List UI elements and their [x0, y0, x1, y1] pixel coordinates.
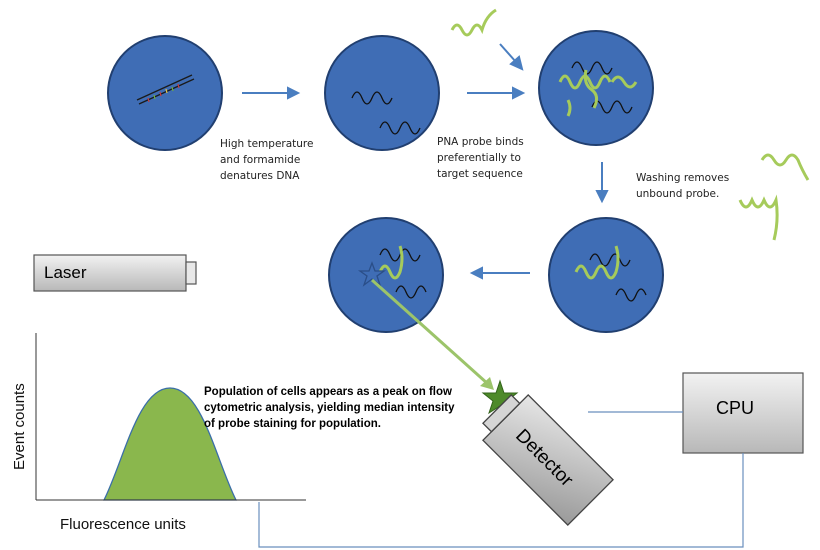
pna-probe-icon: [566, 99, 572, 117]
x-axis-label: Fluorescence units: [60, 516, 186, 533]
cpu-box: [682, 372, 804, 454]
single-strand-dna-icon: [615, 288, 647, 302]
caption-denature: High temperature and formamide denatures…: [220, 138, 314, 182]
double-stranded-dna-icon: [136, 74, 195, 105]
single-strand-dna-icon: [591, 100, 633, 114]
caption-washing: Washing removes unbound probe.: [636, 172, 730, 200]
emission-arrowhead: [480, 377, 494, 390]
pna-probe-icon: [610, 75, 638, 89]
free-pna-probe-icon: [738, 194, 779, 241]
fluorescence-star-icon: [357, 261, 387, 287]
caption-probe-binding: PNA probe binds preferentially to target…: [437, 136, 524, 180]
histogram: [35, 333, 306, 501]
single-strand-dna-icon: [351, 91, 393, 105]
single-strand-dna-icon: [379, 248, 421, 262]
caption-population: Population of cells appears as a peak on…: [204, 386, 455, 430]
laser-label: Laser: [44, 263, 87, 282]
cell-laser-excited: [328, 217, 444, 333]
pna-probe-icon: [583, 69, 599, 109]
single-strand-dna-icon: [395, 285, 427, 299]
process-arrows: [242, 43, 609, 280]
emission-beam: [370, 278, 490, 386]
cell-denatured-dna: [324, 35, 440, 151]
single-strand-dna-icon: [589, 253, 631, 267]
cell-intact-dna: [107, 35, 223, 151]
free-pna-probe-icon: [450, 8, 497, 37]
free-pna-probe-icon: [760, 153, 810, 181]
laser-nozzle: [185, 261, 197, 285]
bound-probe-icon: [378, 245, 404, 280]
bound-probe-icon: [574, 245, 620, 280]
single-strand-dna-icon: [379, 121, 421, 135]
fluorescence-peak: [102, 387, 238, 501]
laser-box: [33, 254, 187, 292]
cpu-histogram-wire: [258, 453, 744, 548]
cpu-label: CPU: [716, 398, 754, 418]
y-axis-label: Event counts: [11, 383, 28, 470]
single-strand-dna-icon: [571, 61, 613, 75]
